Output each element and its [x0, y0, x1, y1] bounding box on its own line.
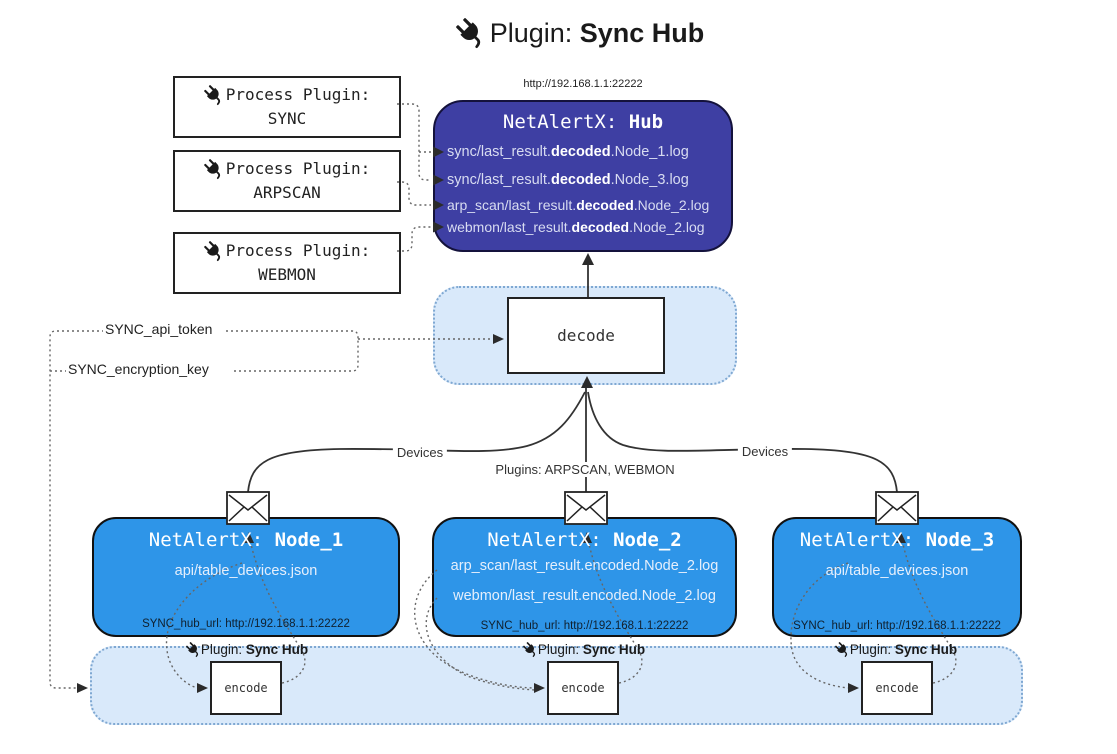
encode-box-node3: encode [861, 661, 933, 715]
plug-icon [202, 239, 226, 263]
plug-icon [202, 83, 226, 107]
process-plugin-arpscan-box: Process Plugin: ARPSCAN [173, 150, 401, 212]
node2-title: NetAlertX: Node_2 [487, 529, 682, 551]
hub-file-line: arp_scan/last_result.decoded.Node_2.log [447, 197, 710, 213]
node1-file: api/table_devices.json [174, 563, 318, 579]
hub-title: NetAlertX: Hub [433, 111, 733, 133]
netalertx-hub-box [433, 100, 733, 252]
edge-config-to-decode [49, 330, 504, 693]
hub-file-line: sync/last_result.decoded.Node_1.log [447, 144, 689, 160]
title-name: Sync Hub [579, 18, 705, 48]
process-plugin-label: Process Plugin: [225, 85, 371, 104]
node2-file: arp_scan/last_result.encoded.Node_2.log [450, 558, 719, 574]
title-prefix: Plugin: [489, 18, 573, 48]
edge-node1-devices-to-decode [247, 391, 586, 493]
node3-title: NetAlertX: Node_3 [799, 529, 995, 551]
process-plugin-webmon-box: Process Plugin: WEBMON [173, 232, 401, 294]
edge-sync-to-hub [397, 103, 431, 181]
encode-box-node2: encode [547, 661, 619, 715]
encoder-plugin-label: Plugin: Sync Hub [157, 640, 337, 659]
node2-hub-url: SYNC_hub_url: http://192.168.1.1:22222 [480, 620, 689, 632]
edge-label-plugins: Plugins: ARPSCAN, WEBMON [491, 462, 679, 477]
hub-file-line: sync/last_result.decoded.Node_3.log [447, 172, 689, 188]
encoder-plugin-label: Plugin: Sync Hub [806, 640, 986, 659]
hub-title-prefix: NetAlertX: [502, 111, 629, 133]
sync-encryption-key-label: SYNC_encryption_key [66, 361, 211, 377]
encode-box-node1: encode [210, 661, 282, 715]
sync-api-token-label: SYNC_api_token [103, 321, 215, 337]
hub-url-label: http://192.168.1.1:22222 [523, 78, 643, 90]
plug-icon [202, 157, 226, 181]
node1-title: NetAlertX: Node_1 [148, 529, 344, 551]
hub-title-name: Hub [628, 111, 664, 133]
node2-file: webmon/last_result.encoded.Node_2.log [453, 588, 716, 604]
edge-node3-devices-to-decode [587, 391, 898, 493]
process-plugin-label: Process Plugin: [225, 159, 371, 178]
edge-arpscan-to-hub [397, 181, 431, 206]
page-title: Plugin: Sync Hub [350, 15, 810, 51]
node3-hub-url: SYNC_hub_url: http://192.168.1.1:22222 [793, 620, 1001, 632]
edge-webmon-to-hub [397, 226, 431, 252]
node3-file: api/table_devices.json [825, 563, 969, 579]
hub-file-line: webmon/last_result.decoded.Node_2.log [447, 219, 705, 235]
process-plugin-label: Process Plugin: [225, 241, 371, 260]
edge-label-devices-right: Devices [737, 444, 793, 459]
encoder-plugin-label: Plugin: Sync Hub [494, 640, 674, 659]
decode-box: decode [507, 297, 665, 374]
plug-icon [453, 15, 489, 51]
process-plugin-sync-box: Process Plugin: SYNC [173, 76, 401, 138]
node1-hub-url: SYNC_hub_url: http://192.168.1.1:22222 [142, 618, 350, 630]
process-plugin-name: ARPSCAN [253, 183, 321, 202]
edge-label-devices-left: Devices [392, 445, 448, 460]
process-plugin-name: SYNC [267, 109, 307, 128]
process-plugin-name: WEBMON [258, 265, 316, 284]
